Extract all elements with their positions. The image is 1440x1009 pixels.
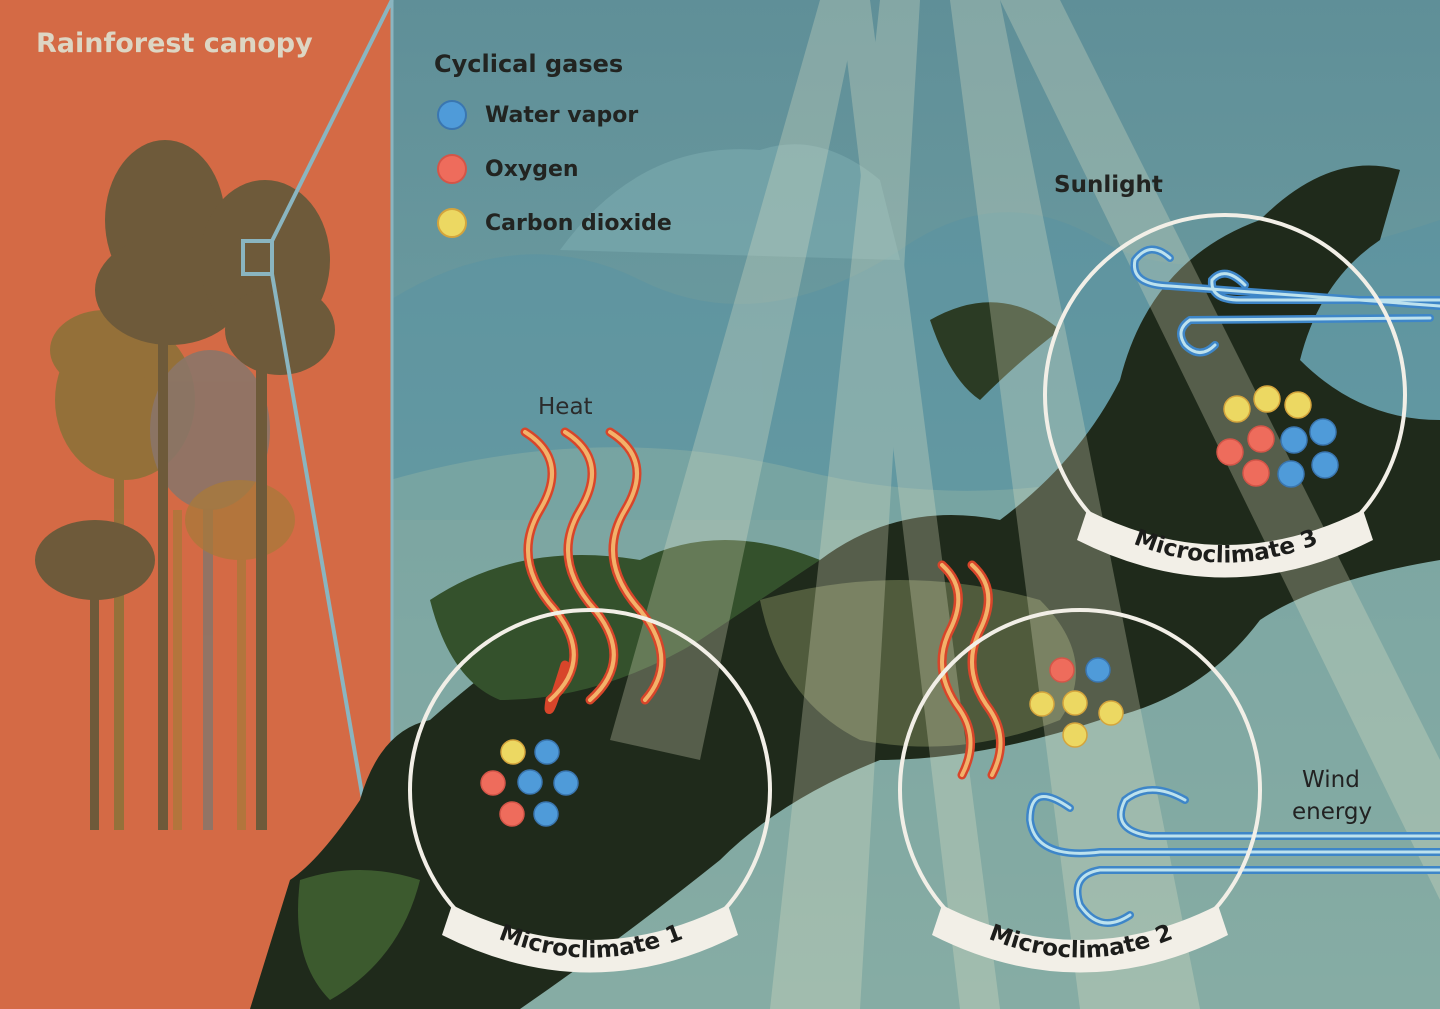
legend-title: Cyclical gases xyxy=(434,50,624,78)
zoom-box xyxy=(241,239,274,276)
legend-label: Carbon dioxide xyxy=(485,210,672,236)
canopy-foliage xyxy=(250,165,1440,1009)
gas-dots-microclimate-2 xyxy=(1029,657,1124,748)
oxygen-dot-icon xyxy=(437,154,467,184)
legend-item-oxygen: Oxygen xyxy=(437,154,579,184)
wind-label-line1: Wind xyxy=(1302,767,1360,793)
gas-dots-microclimate-1 xyxy=(480,739,579,827)
heat-label: Heat xyxy=(538,394,593,420)
legend-item-carbon-dioxide: Carbon dioxide xyxy=(437,208,672,238)
sunlight-label: Sunlight xyxy=(1054,172,1163,198)
water-vapor-dot-icon xyxy=(437,100,467,130)
heat-icon xyxy=(520,427,1005,780)
legend-item-water-vapor: Water vapor xyxy=(437,100,638,130)
page-title: Rainforest canopy xyxy=(36,28,313,59)
gas-dots-microclimate-3 xyxy=(1216,385,1339,488)
carbon-dioxide-dot-icon xyxy=(437,208,467,238)
legend-label: Water vapor xyxy=(485,102,639,128)
tree-silhouettes xyxy=(35,140,335,830)
wind-label-line2: energy xyxy=(1292,799,1373,825)
legend-label: Oxygen xyxy=(485,156,579,182)
microclimate-banners xyxy=(442,510,1373,973)
